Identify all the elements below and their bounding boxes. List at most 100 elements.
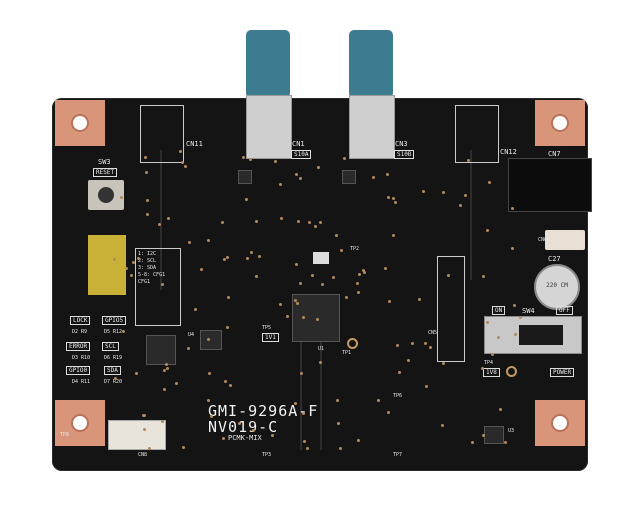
dip-switch[interactable]	[88, 235, 126, 295]
cn3-label: CN3	[395, 140, 408, 148]
via	[244, 197, 248, 201]
fakra-connector-cn1-body	[246, 95, 292, 159]
led-scl-label: SCL	[102, 342, 119, 351]
via	[187, 347, 191, 351]
fakra-connector-cn3[interactable]	[349, 30, 393, 98]
via	[319, 360, 322, 364]
via	[464, 193, 468, 197]
reset-button[interactable]	[88, 180, 124, 210]
via	[383, 267, 387, 271]
via	[317, 165, 321, 169]
ic-u4	[146, 335, 176, 365]
config-row: 5-8: CFG1	[138, 272, 166, 278]
via	[392, 197, 396, 201]
inductor	[342, 170, 356, 184]
test-point-tp1[interactable]	[347, 338, 358, 349]
via	[490, 353, 494, 357]
via	[357, 439, 361, 443]
tp8-label: TP8	[60, 432, 70, 438]
via	[160, 419, 164, 423]
via	[222, 257, 226, 261]
mounting-hole	[551, 114, 569, 132]
reset-label: RESET	[93, 168, 118, 177]
switch-off-label: OFF	[556, 306, 573, 315]
via	[342, 157, 346, 161]
connector-cn12[interactable]	[455, 105, 499, 163]
via	[122, 330, 126, 334]
connector-cn8[interactable]	[108, 420, 166, 450]
via	[254, 219, 258, 223]
via	[120, 196, 124, 200]
via	[227, 296, 231, 300]
config-row: 1: I2C	[138, 251, 157, 257]
via	[206, 238, 210, 242]
via	[482, 434, 486, 438]
tp1-label: TP1	[342, 350, 352, 356]
via	[406, 359, 410, 363]
via	[166, 367, 170, 371]
led-lock-label: LOCK	[70, 316, 91, 325]
via	[319, 220, 323, 224]
mounting-hole	[71, 414, 89, 432]
via	[480, 366, 484, 370]
fakra-connector-cn3-body	[349, 95, 395, 159]
via	[226, 325, 230, 329]
crystal	[313, 252, 329, 264]
via	[257, 255, 261, 259]
via	[222, 436, 226, 440]
sw3-label: SW3	[98, 158, 111, 166]
via	[361, 268, 365, 272]
mounting-pad-top-left	[55, 100, 105, 146]
cn12-label: CN12	[500, 148, 517, 156]
power-slide-switch[interactable]	[484, 316, 582, 354]
via	[467, 158, 471, 162]
via	[245, 257, 249, 261]
tp2-label: TP2	[350, 246, 360, 252]
cn6-label: CN6	[538, 237, 548, 243]
regulator-ic-u3	[484, 426, 504, 444]
fakra-connector-cn1[interactable]	[246, 30, 290, 98]
dc-power-jack[interactable]	[508, 158, 592, 212]
via	[286, 315, 290, 319]
via	[188, 241, 192, 245]
via	[296, 301, 300, 305]
tp3-label: TP3	[262, 452, 272, 458]
cn1-sub-label: S10A	[291, 150, 312, 159]
via	[238, 422, 242, 426]
via	[392, 234, 396, 238]
via	[511, 247, 515, 251]
via	[363, 270, 367, 274]
trace	[300, 330, 302, 450]
u3-label: U3	[508, 428, 515, 434]
via	[307, 220, 311, 224]
sw4-label: SW4	[522, 307, 535, 315]
config-row: 3: SDA	[138, 265, 157, 271]
via	[315, 318, 319, 322]
via	[163, 368, 167, 372]
connector-cn6[interactable]	[545, 230, 585, 250]
u1-label: U1	[318, 346, 325, 352]
cn3-sub-label: S10B	[394, 150, 415, 159]
switch-slider[interactable]	[519, 325, 563, 345]
via	[331, 276, 335, 280]
via	[482, 274, 486, 278]
tp4-voltage: 1V8	[483, 368, 500, 377]
connector-cn11[interactable]	[140, 105, 184, 163]
led-error-ref: D3 R10	[72, 355, 91, 361]
via	[160, 283, 164, 287]
via	[458, 203, 462, 207]
via	[167, 217, 171, 221]
via	[250, 250, 254, 254]
test-point-tp4[interactable]	[506, 366, 517, 377]
pin-header-cn5[interactable]	[437, 256, 465, 362]
via	[388, 299, 392, 303]
via	[356, 290, 360, 294]
mounting-hole	[71, 114, 89, 132]
tp7-label: TP7	[393, 452, 403, 458]
reset-button-cap[interactable]	[98, 187, 114, 203]
via	[206, 338, 210, 342]
via	[299, 371, 303, 375]
via	[345, 296, 349, 300]
config-row: CFG1	[138, 279, 151, 285]
via	[229, 384, 233, 388]
